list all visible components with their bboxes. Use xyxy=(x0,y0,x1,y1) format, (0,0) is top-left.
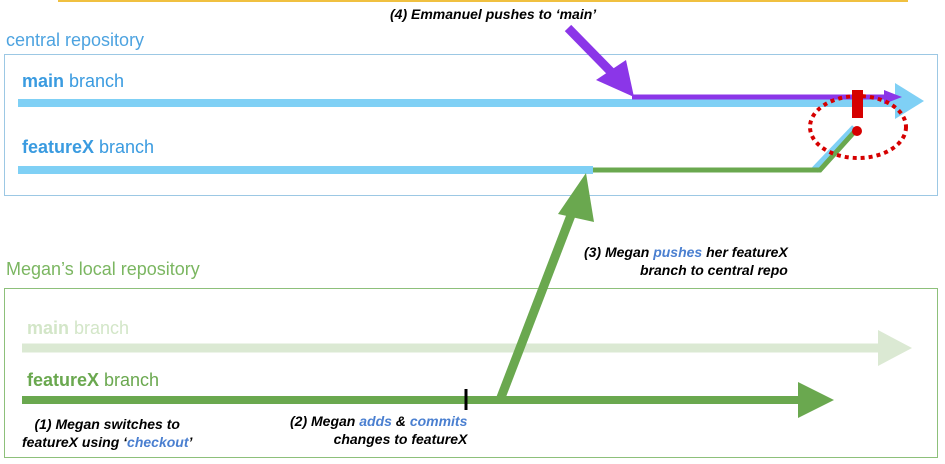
local-main-arrowhead xyxy=(878,330,912,366)
step4-push-arrowhead xyxy=(596,60,634,97)
step4-note: (4) Emmanuel pushes to ‘main’ xyxy=(390,6,597,22)
central-feature-label: featureX branch xyxy=(22,137,155,157)
step3-push-arrowhead xyxy=(558,173,594,222)
central-main-arrowhead xyxy=(895,83,924,119)
pushed-feature-line xyxy=(593,128,858,173)
top-rule xyxy=(58,0,908,2)
adds-keyword: adds xyxy=(359,413,392,429)
local-repository-title: Megan’s local repository xyxy=(6,259,200,279)
warning-exclamation-dot xyxy=(852,126,862,136)
local-main-label: main branch xyxy=(27,318,130,338)
central-repository-title: central repository xyxy=(6,30,145,50)
emmanuel-main-arrowhead xyxy=(884,90,902,104)
step3-push-arrow xyxy=(495,208,578,402)
step3-note: (3) Megan pushes her featureX branch to … xyxy=(583,244,788,278)
step4-push-arrow xyxy=(564,24,621,82)
central-main-label: main branch xyxy=(22,71,125,91)
commits-keyword: commits xyxy=(409,413,468,429)
push-keyword: pushes xyxy=(653,244,703,260)
step2-note: (2) Megan adds & commits changes to feat… xyxy=(290,413,468,447)
local-repository-box xyxy=(4,288,938,458)
checkout-keyword: checkout xyxy=(127,434,189,450)
warning-exclamation-bar xyxy=(852,90,863,118)
local-feature-arrowhead xyxy=(798,382,834,418)
local-feature-label: featureX branch xyxy=(27,370,160,390)
central-repository-box xyxy=(4,54,938,196)
step1-note: (1) Megan switches to featureX using ‘ch… xyxy=(22,416,193,450)
